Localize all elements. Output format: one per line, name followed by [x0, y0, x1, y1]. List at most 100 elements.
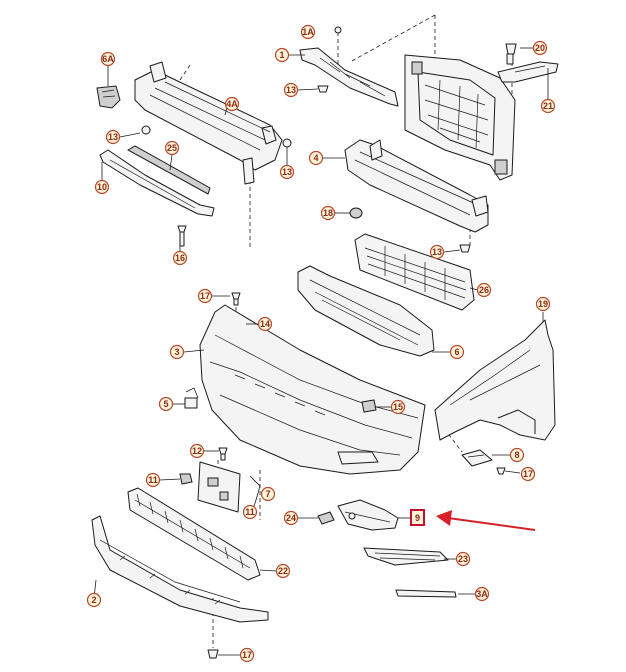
bolt-17-bottom [207, 649, 219, 659]
callout-13-left-label: 13 [108, 132, 118, 142]
callout-19-label: 19 [538, 299, 548, 309]
upper-mounting-bracket [299, 26, 399, 107]
callout-25-label: 25 [167, 143, 177, 153]
callout-21-label: 21 [543, 101, 553, 111]
callout-11-right-label: 11 [245, 507, 255, 517]
lower-grille [127, 487, 261, 581]
callout-17-top-label: 17 [200, 291, 210, 301]
callout-15-label: 15 [393, 402, 403, 412]
callout-5-label: 5 [163, 399, 168, 409]
small-grille-insert [96, 85, 121, 109]
air-shutter [354, 233, 475, 311]
callout-3a: 3A [474, 586, 490, 602]
callout-20: 20 [532, 40, 548, 56]
front-spoiler-lip [91, 515, 269, 623]
callout-17-bottom: 17 [239, 647, 255, 663]
callout-26: 26 [476, 282, 492, 298]
clip-24 [317, 511, 335, 525]
callout-6a-label: 6A [102, 54, 114, 64]
callout-8-label: 8 [514, 450, 519, 460]
callout-17-top: 17 [197, 288, 213, 304]
bumper-reinforcement [344, 139, 489, 233]
callout-13-mid-label: 13 [282, 167, 292, 177]
callout-23-label: 23 [458, 554, 468, 564]
callout-19: 19 [535, 296, 551, 312]
bolt-17-right [496, 467, 506, 475]
side-grille-trim [363, 547, 449, 566]
fender-bracket [461, 449, 493, 467]
callout-11-right: 11 [242, 504, 258, 520]
callout-4-label: 4 [313, 153, 318, 163]
trim-strip [126, 145, 211, 195]
sensor-5 [184, 387, 199, 409]
bolt-17-top [231, 292, 241, 306]
callout-9-highlighted: 9 [410, 509, 425, 526]
callout-17-right-label: 17 [523, 469, 533, 479]
callout-17-right: 17 [520, 466, 536, 482]
bolt-13-right [459, 244, 471, 253]
bolt-12 [218, 447, 228, 461]
side-bracket [497, 43, 559, 83]
callout-25: 25 [164, 140, 180, 156]
callout-11-label: 11 [148, 475, 158, 485]
callout-12-label: 12 [192, 446, 202, 456]
callout-11: 11 [145, 472, 161, 488]
callout-6a: 6A [100, 51, 116, 67]
clip-11 [179, 473, 193, 485]
callout-5: 5 [158, 396, 174, 412]
callout-3: 3 [169, 344, 185, 360]
callout-18-label: 18 [323, 208, 333, 218]
callout-1a: 1A [300, 24, 316, 40]
plug-18 [349, 207, 363, 219]
callout-26-label: 26 [479, 285, 489, 295]
callout-6: 6 [449, 344, 465, 360]
callout-13-left: 13 [105, 129, 121, 145]
bumper-cover [199, 304, 426, 475]
callout-2: 2 [86, 592, 102, 608]
license-bracket [197, 461, 261, 513]
bolt-16 [177, 225, 187, 247]
callout-22: 22 [275, 563, 291, 579]
callout-23: 23 [455, 551, 471, 567]
callout-4: 4 [308, 150, 324, 166]
callout-12: 12 [189, 443, 205, 459]
callout-3a-label: 3A [476, 589, 488, 599]
impact-crossmember [134, 61, 292, 185]
callout-13-right: 13 [429, 244, 445, 260]
callout-6-label: 6 [454, 347, 459, 357]
callout-14: 14 [257, 316, 273, 332]
callout-4a-label: 4A [226, 99, 238, 109]
callout-4a: 4A [224, 96, 240, 112]
callout-14-label: 14 [260, 319, 270, 329]
callout-9-label: 9 [415, 513, 420, 523]
callout-21: 21 [540, 98, 556, 114]
red-pointer-arrow [436, 510, 536, 531]
callout-20-label: 20 [535, 43, 545, 53]
callout-17-bottom-label: 17 [242, 650, 252, 660]
radiator-support-frame [404, 54, 516, 181]
front-fender [434, 319, 556, 441]
lower-absorber [99, 149, 215, 217]
callout-13-right-label: 13 [432, 247, 442, 257]
callout-7: 7 [260, 486, 276, 502]
callout-1: 1 [274, 47, 290, 63]
callout-18: 18 [320, 205, 336, 221]
callout-16-label: 16 [175, 253, 185, 263]
callout-10: 10 [94, 179, 110, 195]
callout-8: 8 [509, 447, 525, 463]
callout-3-label: 3 [174, 347, 179, 357]
callout-13-mid: 13 [279, 164, 295, 180]
callout-2-label: 2 [91, 595, 96, 605]
chrome-strip [395, 589, 457, 598]
callout-24: 24 [283, 510, 299, 526]
callout-1a-label: 1A [302, 27, 314, 37]
fog-lamp-bracket [337, 499, 399, 531]
callout-22-label: 22 [278, 566, 288, 576]
plug-15 [361, 399, 377, 413]
air-deflector [297, 265, 435, 357]
callout-16: 16 [172, 250, 188, 266]
callout-7-label: 7 [265, 489, 270, 499]
callout-13-upper-label: 13 [286, 85, 296, 95]
callout-10-label: 10 [97, 182, 107, 192]
